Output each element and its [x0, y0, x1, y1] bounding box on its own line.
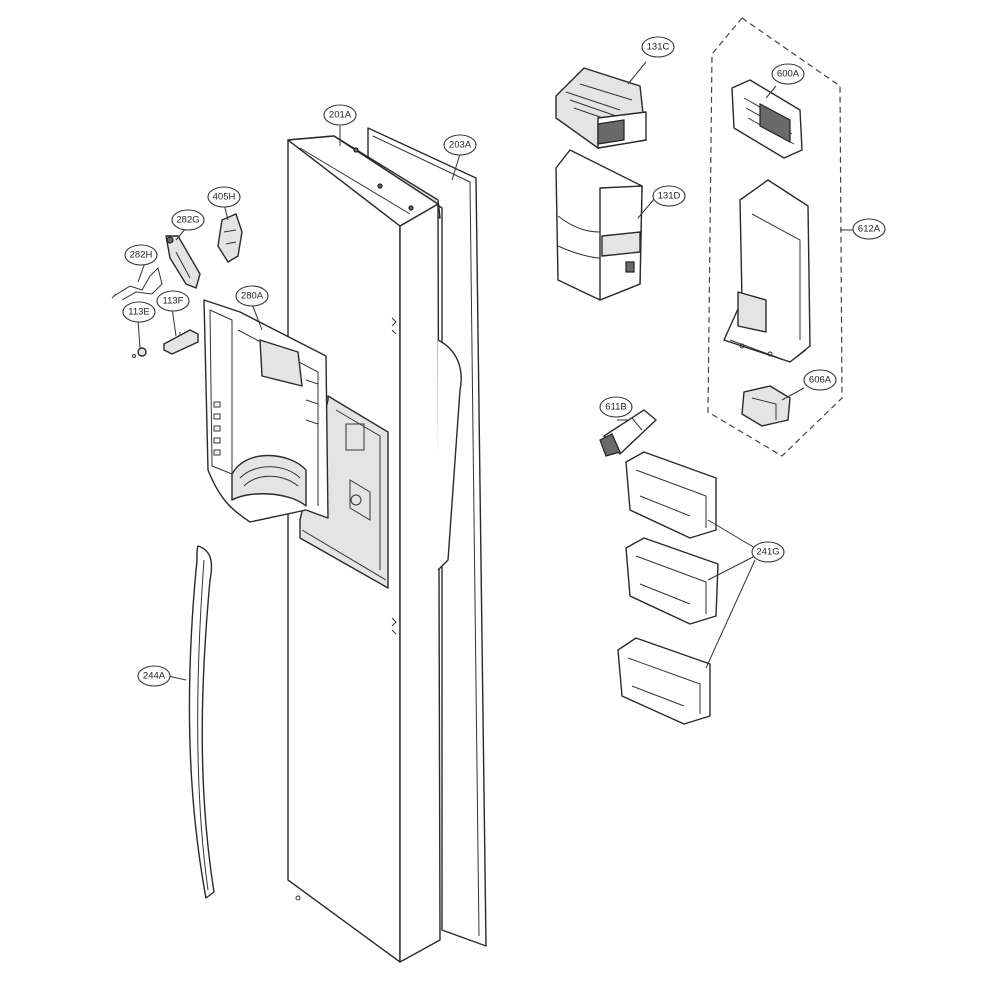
door-bin-2-part — [625, 537, 719, 625]
callout-600A: 600A — [771, 63, 805, 85]
callout-280A: 280A — [235, 285, 269, 307]
callout-241G: 241G — [751, 541, 785, 563]
svg-text:600A: 600A — [777, 69, 800, 80]
svg-text:241G: 241G — [756, 547, 779, 558]
svg-text:606A: 606A — [809, 375, 832, 386]
callout-282H: 282H — [124, 244, 158, 266]
callout-612A: 612A — [852, 218, 886, 240]
svg-text:612A: 612A — [858, 224, 881, 235]
door-bin-1-part — [625, 451, 717, 539]
callout-405H: 405H — [207, 186, 241, 208]
motor-part — [741, 385, 791, 427]
svg-text:131D: 131D — [658, 191, 681, 202]
water-filter-part — [599, 409, 657, 457]
svg-text:113E: 113E — [128, 307, 149, 318]
callout-282G: 282G — [171, 209, 205, 231]
svg-text:244A: 244A — [143, 671, 166, 682]
svg-text:282H: 282H — [130, 250, 153, 261]
lever-282G-part — [165, 235, 201, 289]
callout-113F: 113F — [156, 290, 190, 312]
svg-text:611B: 611B — [605, 402, 626, 413]
spring-282H-part — [111, 267, 163, 301]
svg-text:280A: 280A — [241, 291, 264, 302]
ice-bucket-part — [555, 149, 643, 301]
bracket-405H-part — [217, 213, 243, 263]
callout-606A: 606A — [803, 369, 837, 391]
switch-113F-part — [163, 329, 199, 355]
callout-203A: 203A — [443, 134, 477, 156]
callout-131C: 131C — [641, 36, 675, 58]
svg-text:201A: 201A — [329, 110, 352, 121]
icemaker-assembly-outline — [707, 17, 843, 457]
callout-113E: 113E — [122, 301, 156, 323]
door-panel-part — [287, 135, 462, 963]
icemaker-housing-part — [723, 179, 811, 363]
callout-131D: 131D — [652, 185, 686, 207]
icemaker-part — [731, 79, 803, 159]
svg-text:113F: 113F — [163, 296, 184, 307]
svg-text:131C: 131C — [647, 42, 670, 53]
svg-text:203A: 203A — [449, 140, 472, 151]
dispenser-cover-part — [203, 299, 329, 523]
icemaker-cover-top-part — [555, 67, 647, 149]
svg-text:282G: 282G — [176, 215, 199, 226]
callout-611B: 611B — [599, 396, 633, 418]
callout-201A: 201A — [323, 104, 357, 126]
door-bin-3-part — [617, 637, 711, 725]
screw-113E-part — [132, 347, 147, 358]
door-handle-part — [188, 545, 215, 899]
callout-244A: 244A — [137, 665, 171, 687]
svg-text:405H: 405H — [213, 192, 236, 203]
leader-lines — [137, 61, 854, 681]
